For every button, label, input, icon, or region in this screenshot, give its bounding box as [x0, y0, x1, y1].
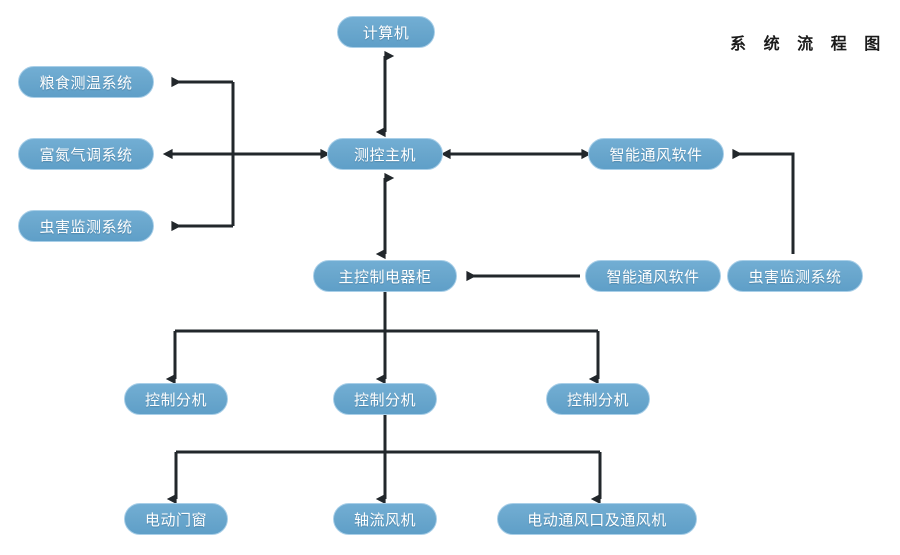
node-axial-fan[interactable]: 轴流风机 [333, 503, 437, 535]
node-motorized-vent-and-fan[interactable]: 电动通风口及通风机 [497, 503, 697, 535]
node-nitrogen-atmosphere-system[interactable]: 富氮气调系统 [18, 138, 154, 170]
node-computer[interactable]: 计算机 [337, 16, 435, 48]
node-control-sub-unit-3[interactable]: 控制分机 [546, 383, 650, 415]
node-measurement-control-host[interactable]: 测控主机 [327, 138, 443, 170]
diagram-title: 系 统 流 程 图 [730, 34, 887, 53]
node-motorized-doors-windows[interactable]: 电动门窗 [124, 503, 228, 535]
node-main-control-cabinet[interactable]: 主控制电器柜 [313, 260, 457, 292]
node-control-sub-unit-1[interactable]: 控制分机 [124, 383, 228, 415]
node-pest-monitoring-system-left[interactable]: 虫害监测系统 [18, 210, 154, 242]
node-grain-temperature-system[interactable]: 粮食测温系统 [18, 66, 154, 98]
node-control-sub-unit-2[interactable]: 控制分机 [333, 383, 437, 415]
node-pest-monitoring-system-right[interactable]: 虫害监测系统 [727, 260, 863, 292]
node-ventilation-software-middle[interactable]: 智能通风软件 [585, 260, 721, 292]
node-ventilation-software-top[interactable]: 智能通风软件 [588, 138, 724, 170]
edge-pestright-ventsoft [732, 148, 795, 254]
